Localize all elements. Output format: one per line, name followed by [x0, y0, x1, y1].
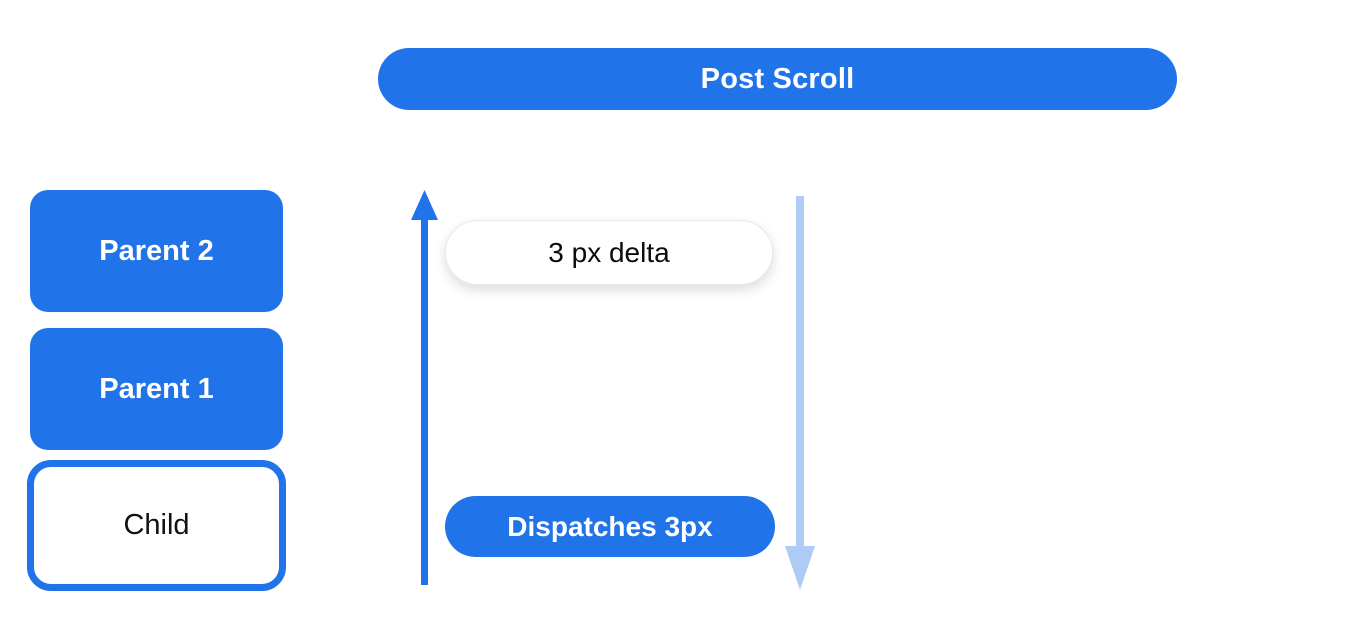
- node-child-label: Child: [123, 509, 190, 541]
- node-child: Child: [27, 460, 286, 591]
- node-parent-2-label: Parent 2: [99, 234, 214, 267]
- dispatch-label: Dispatches 3px: [507, 510, 713, 542]
- delta-pill: 3 px delta: [445, 220, 773, 285]
- dispatch-pill: Dispatches 3px: [445, 496, 775, 557]
- node-parent-2: Parent 2: [30, 190, 283, 312]
- node-parent-1: Parent 1: [30, 328, 283, 450]
- node-parent-1-label: Parent 1: [99, 372, 214, 405]
- delta-label: 3 px delta: [548, 236, 670, 268]
- scroll-down-arrow-icon: [782, 196, 818, 592]
- scroll-up-arrow-icon: [407, 188, 442, 588]
- post-scroll-label: Post Scroll: [700, 62, 855, 95]
- post-scroll-banner: Post Scroll: [378, 48, 1177, 110]
